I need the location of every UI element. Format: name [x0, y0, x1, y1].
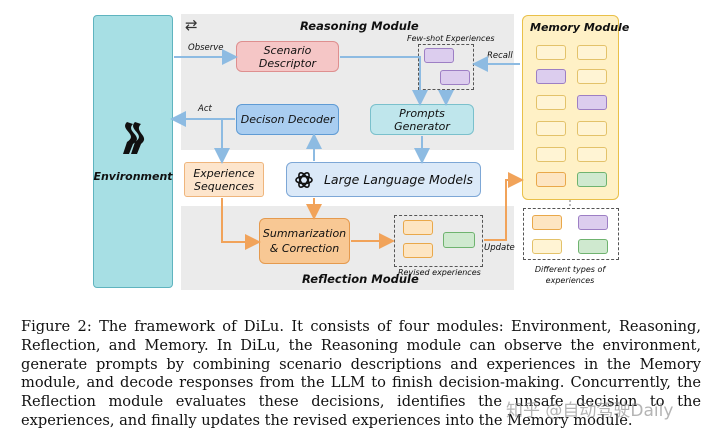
watermark: 知乎 @自动驾驶Daily: [506, 401, 674, 421]
environment-label: Environment: [93, 170, 173, 183]
summarization-correction-box: Summarization & Correction: [259, 218, 350, 264]
experience-types-group: [523, 208, 619, 260]
experience-type-card: [578, 239, 608, 254]
memory-card: [577, 147, 607, 162]
memory-card: [577, 69, 607, 84]
memory-module-label: Memory Module: [530, 21, 630, 34]
memory-card: [577, 95, 607, 110]
refresh-icon: ⇄: [185, 16, 198, 34]
memory-card: [536, 147, 566, 162]
experience-sequences-box: Experience Sequences: [184, 162, 264, 197]
road-icon: [123, 122, 145, 154]
experience-sequences-label: Experience Sequences: [193, 166, 255, 193]
experience-type-card: [532, 215, 562, 230]
llm-label: Large Language Models: [323, 172, 474, 187]
memory-card: [536, 95, 566, 110]
different-types-label: Different types of experiences: [534, 265, 606, 285]
scenario-descriptor-label: Scenario Descriptor: [258, 43, 317, 70]
few-shot-card: [440, 70, 470, 85]
reasoning-module-label: Reasoning Module: [300, 19, 419, 33]
few-shot-label: Few-shot Experiences: [407, 34, 495, 43]
summarization-correction-label: Summarization & Correction: [262, 227, 347, 255]
memory-card: [577, 172, 607, 187]
revised-card: [443, 232, 475, 248]
observe-edge-label: Observe: [188, 43, 224, 53]
update-edge-label: Update: [484, 243, 515, 253]
experience-type-card: [532, 239, 562, 254]
reflection-module-label: Reflection Module: [302, 272, 419, 286]
memory-card: [577, 45, 607, 60]
memory-card: [536, 172, 566, 187]
recall-edge-label: Recall: [487, 51, 513, 61]
memory-card: [536, 121, 566, 136]
prompts-generator-box: Prompts Generator: [370, 104, 474, 135]
memory-card: [577, 121, 607, 136]
diagram-arrows: [170, 49, 571, 250]
revised-card: [403, 220, 433, 235]
decision-decoder-box: Decison Decoder: [236, 104, 339, 135]
few-shot-card: [424, 48, 454, 63]
environment-box: Environment: [93, 15, 173, 288]
decision-decoder-label: Decison Decoder: [240, 113, 335, 126]
revised-experiences-label: Revised experiences: [398, 268, 481, 277]
figure-caption: Figure 2: The framework of DiLu. It cons…: [21, 318, 701, 429]
revised-card: [403, 243, 433, 258]
experience-type-card: [578, 215, 608, 230]
memory-card: [536, 45, 566, 60]
openai-icon: [295, 171, 313, 188]
memory-card: [536, 69, 566, 84]
prompts-generator-label: Prompts Generator: [394, 106, 450, 133]
llm-box: Large Language Models: [286, 162, 481, 197]
act-edge-label: Act: [198, 104, 212, 114]
